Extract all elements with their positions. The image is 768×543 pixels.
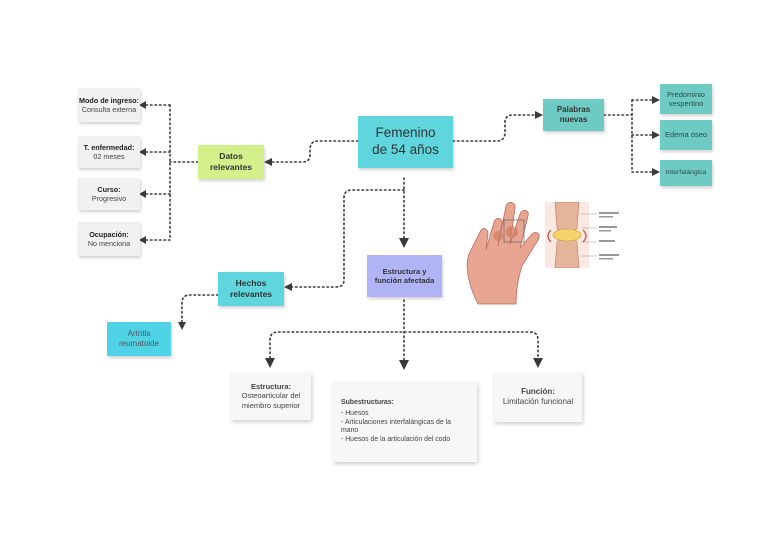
hechos-title-line2: relevantes	[229, 289, 273, 299]
dato-label: Curso:	[97, 185, 121, 194]
ef-line1: Estructura y	[382, 266, 427, 276]
hand-illustration	[466, 202, 540, 305]
subestructura-item: - Articulaciones interfalángicas de la m…	[341, 418, 451, 435]
hechos-relevantes-node: Hechos relevantes	[218, 272, 284, 306]
hechos-title-line1: Hechos	[235, 278, 267, 289]
dato-curso: Curso: Progresivo	[78, 178, 140, 210]
dato-value: 02 meses	[93, 152, 125, 161]
estructura-value: Osteoarticular del miembro superior	[241, 391, 301, 410]
artritis-node: Artritis reumatoide	[107, 322, 171, 356]
dato-ocupacion: Ocupación: No menciona	[78, 222, 140, 256]
center-line1: Femenino	[375, 125, 436, 141]
subestructuras-label: Subestructuras:	[341, 399, 394, 407]
subestructuras-node: Subestructuras: - Huesos - Articulacione…	[333, 382, 477, 462]
dato-value: Progresivo	[91, 194, 127, 203]
palabras-nuevas-node: Palabras nuevas	[543, 99, 604, 131]
datos-title-line1: Datos	[219, 151, 243, 162]
subestructura-item: - Huesos	[341, 410, 369, 418]
dato-tiempo-enfermedad: T. enfermedad: 02 meses	[78, 136, 140, 168]
estructura-label: Estructura:	[250, 381, 291, 391]
center-line2: de 54 años	[372, 142, 439, 157]
datos-relevantes-node: Datos relevantes	[198, 145, 264, 179]
palabras-title-line1: Palabras	[556, 105, 591, 114]
datos-title-line2: relevantes	[209, 162, 253, 172]
funcion-label: Función:	[521, 387, 555, 396]
center-node: Femenino de 54 años	[358, 116, 453, 168]
dato-label: T. enfermedad:	[83, 143, 135, 152]
ef-line2: función afectada	[374, 276, 435, 285]
dato-label: Ocupación:	[89, 230, 129, 239]
palabra-item: Predominio vespertino	[660, 84, 712, 114]
estructura-node: Estructura: Osteoarticular del miembro s…	[231, 372, 311, 420]
dato-value: Consulta externa	[81, 105, 137, 114]
joint-diagram	[545, 202, 619, 268]
dato-label: Modo de ingreso:	[79, 96, 139, 105]
funcion-value: Limitación funcional	[502, 397, 574, 406]
palabra-item: Interfalángica	[660, 160, 712, 186]
estructura-funcion-node: Estructura y función afectada	[367, 255, 442, 297]
dato-value: No menciona	[87, 239, 131, 248]
subestructura-item: - Huesos de la articulación del codo	[341, 435, 451, 443]
palabra-item: Edema óseo	[660, 120, 712, 150]
dato-modo-ingreso: Modo de ingreso: Consulta externa	[78, 88, 140, 122]
funcion-node: Función: Limitación funcional	[494, 372, 582, 422]
palabras-title-line2: nuevas	[559, 115, 588, 124]
